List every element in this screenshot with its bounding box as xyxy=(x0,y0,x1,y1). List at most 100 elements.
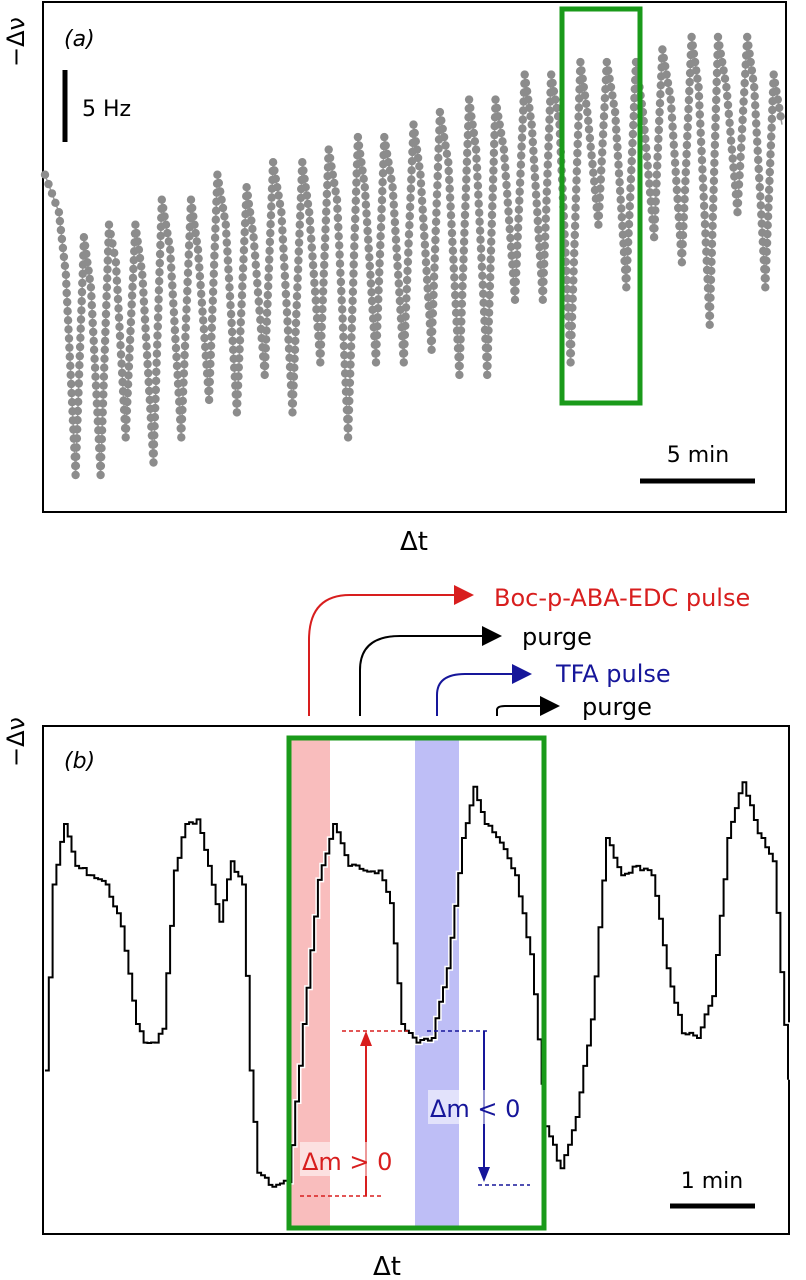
panel-a-point xyxy=(441,141,450,150)
panel-a-point xyxy=(250,251,260,260)
panel-a-point xyxy=(419,223,428,232)
panel-a-point xyxy=(604,66,613,75)
panel-a-point xyxy=(485,281,495,291)
pulse-annotations: Boc-p-ABA-EDC pulse purge TFA pulse purg… xyxy=(308,584,750,721)
panel-a-point xyxy=(220,212,229,221)
panel-a-point xyxy=(573,130,583,140)
panel-a-point xyxy=(490,130,499,140)
panel-a-point xyxy=(707,266,716,276)
panel-a-point xyxy=(582,99,591,109)
panel-a-point xyxy=(320,242,330,252)
panel-a-point xyxy=(115,322,124,331)
panel-a-point xyxy=(211,215,220,224)
panel-a-point xyxy=(761,265,771,274)
panel-a-point xyxy=(678,231,688,240)
panel-a-point xyxy=(683,122,692,132)
panel-a-point xyxy=(755,173,764,183)
panel-a-point xyxy=(205,368,215,378)
panel-b-label: (b) xyxy=(64,749,95,774)
panel-a-point xyxy=(100,336,110,346)
panel-a-point xyxy=(226,309,236,319)
panel-a-point xyxy=(711,131,720,141)
panel-a-point xyxy=(514,214,523,223)
panel-a-point xyxy=(366,279,376,288)
panel-a-point xyxy=(542,205,551,214)
panel-a-point xyxy=(614,169,624,178)
panel-a-point xyxy=(615,186,625,196)
panel-a-point xyxy=(570,239,579,249)
panel-a-point xyxy=(240,228,249,237)
panel-a-point xyxy=(680,186,690,195)
panel-a-point xyxy=(674,203,683,213)
panel-a-point xyxy=(391,226,400,236)
panel-a-point xyxy=(400,339,409,349)
panel-a-point xyxy=(378,178,387,187)
panel-a-point xyxy=(72,434,82,443)
panel-a-point xyxy=(177,433,186,442)
panel-a-point xyxy=(512,259,521,268)
panel-a-point xyxy=(238,264,248,273)
panel-a-point xyxy=(684,104,693,114)
panel-a-point xyxy=(542,196,551,205)
panel-a-point xyxy=(102,292,111,301)
panel-a-point xyxy=(338,314,347,323)
panel-a-point xyxy=(447,220,456,229)
panel-a-point xyxy=(750,92,759,101)
tfa-pulse-arrowhead xyxy=(512,664,532,684)
panel-a-point xyxy=(167,263,176,272)
panel-a-point xyxy=(706,284,715,293)
panel-a-point xyxy=(77,297,86,306)
panel-a-point xyxy=(600,103,609,112)
panel-a-point xyxy=(695,110,704,119)
panel-a-point xyxy=(300,174,309,183)
panel-a-point xyxy=(97,452,106,462)
panel-a-point xyxy=(629,111,638,121)
panel-a-point xyxy=(337,296,346,305)
panel-a-point xyxy=(152,349,162,358)
panel-a-point xyxy=(599,112,609,121)
panel-a-point xyxy=(170,326,180,335)
panel-a-point xyxy=(264,273,273,282)
panel-a-point xyxy=(470,137,480,146)
panel-a-point xyxy=(585,133,595,143)
panel-a-point xyxy=(504,207,513,216)
panel-a-point xyxy=(216,187,225,196)
panel-a-point xyxy=(268,158,278,167)
panel-a-point xyxy=(334,232,343,241)
panel-a-point xyxy=(753,146,762,155)
panel-a-point xyxy=(576,57,585,67)
panel-a-point xyxy=(629,120,638,130)
panel-a-point xyxy=(570,249,579,258)
panel-a-point xyxy=(745,49,754,58)
panel-a-point xyxy=(139,288,148,297)
panel-a-point xyxy=(754,155,763,165)
panel-a-point xyxy=(761,283,770,292)
panel-a-point xyxy=(294,238,304,247)
panel-a-point xyxy=(124,371,133,380)
panel-a-point xyxy=(229,345,238,354)
panel-a-point xyxy=(75,351,85,361)
panel-a-point xyxy=(766,159,775,168)
panel-a-point xyxy=(127,300,136,309)
panel-a-point xyxy=(248,224,257,234)
panel-a-point xyxy=(713,32,723,42)
panel-a-point xyxy=(709,194,718,204)
panel-a-point xyxy=(117,368,127,378)
panel-a-point xyxy=(405,202,415,212)
panel-a-point xyxy=(688,41,697,50)
panel-a-point xyxy=(364,235,373,244)
panel-a-point xyxy=(462,157,472,166)
panel-a-point xyxy=(494,112,503,121)
panel-a-point xyxy=(587,151,596,160)
panel-a-point xyxy=(596,175,605,184)
panel-a-point xyxy=(134,245,144,254)
panel-a-point xyxy=(309,269,318,279)
panel-a-point xyxy=(683,131,692,141)
panel-a-point xyxy=(207,323,216,332)
panel-a-point xyxy=(236,327,245,336)
panel-a-point xyxy=(699,192,708,201)
panel-a-point xyxy=(373,304,383,313)
panel-a-point xyxy=(764,194,773,203)
panel-a-point xyxy=(698,174,707,183)
panel-a-frame xyxy=(42,1,787,513)
